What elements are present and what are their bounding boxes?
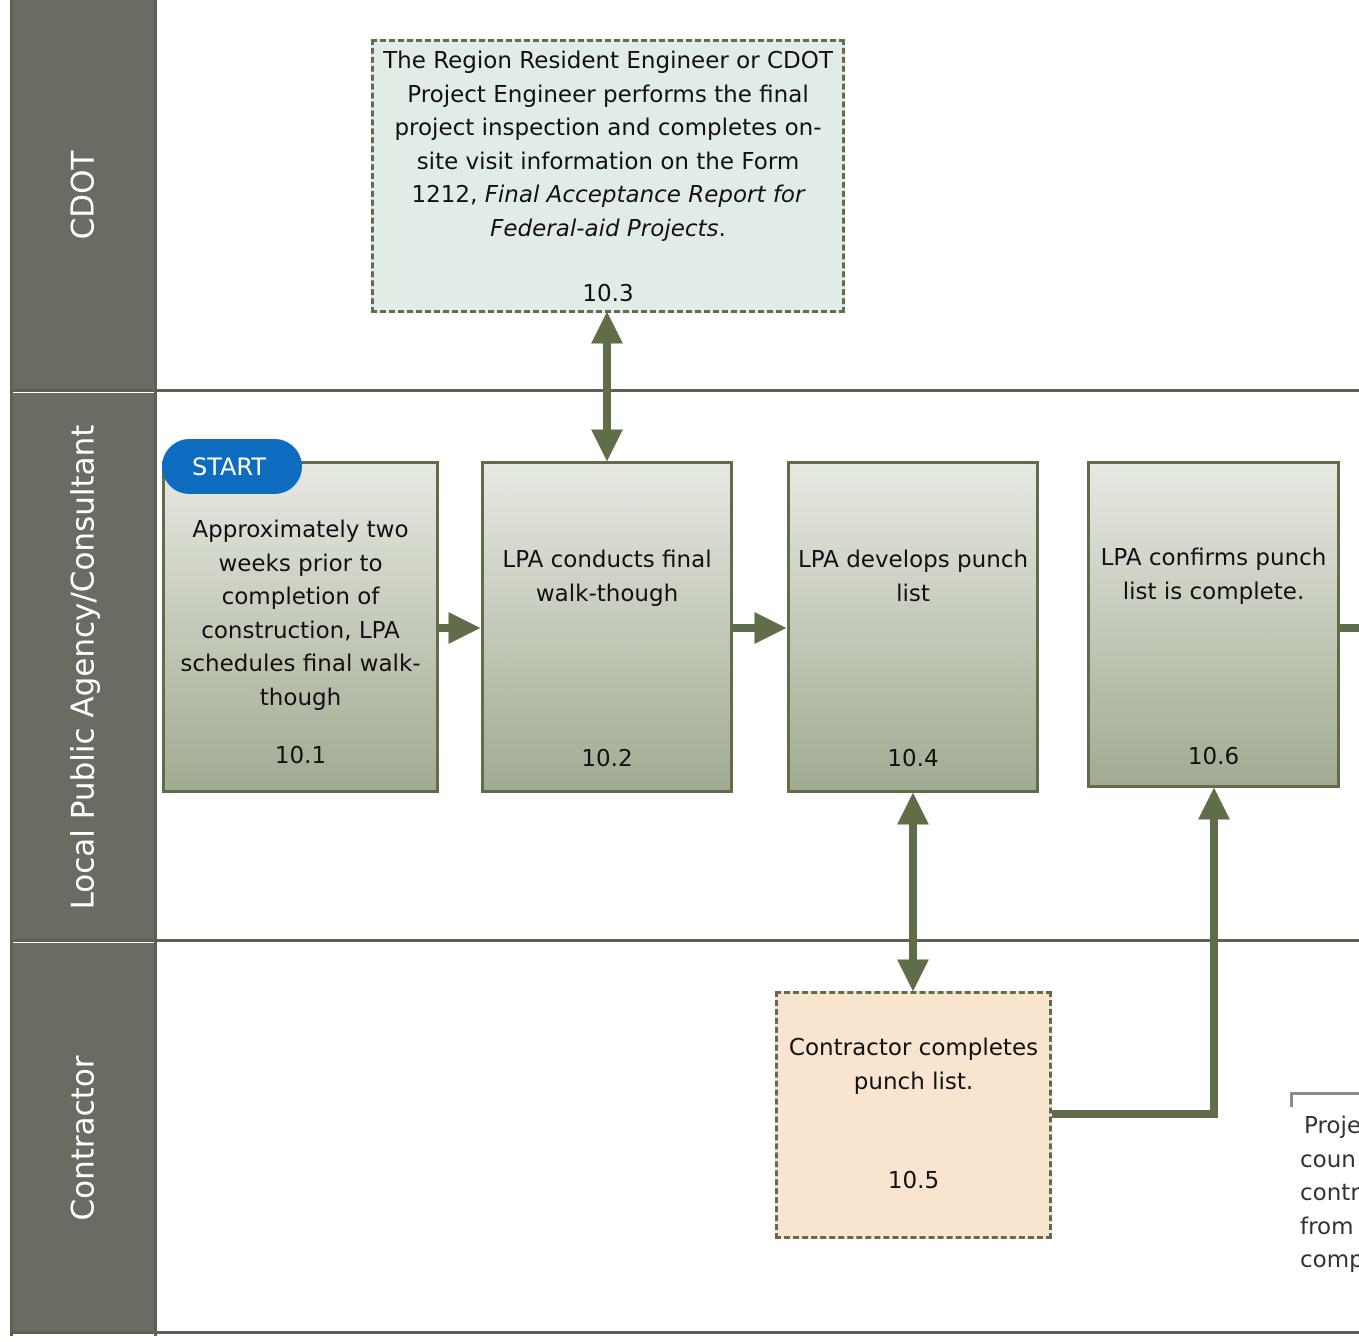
step-10-3-line: Federal-aid Projects.: [380, 213, 836, 247]
step-10-3-line: Project Engineer performs the final: [407, 81, 809, 108]
step-10-1-number: 10.1: [274, 743, 327, 769]
lane-title-cdot: CDOT: [65, 150, 102, 240]
annotation-note: Proje coun contr from comp: [1290, 1092, 1359, 1282]
step-10-4-text: LPA develops punch list: [796, 544, 1030, 611]
step-10-1-box: Approximately two weeks prior to complet…: [162, 461, 439, 793]
step-10-5-line: punch list.: [853, 1068, 974, 1095]
step-10-2-line: LPA conducts final: [502, 547, 712, 573]
start-terminator: START: [162, 439, 302, 494]
frame-lane-divider: [154, 0, 157, 1336]
annotation-line: contr: [1300, 1180, 1359, 1206]
step-10-3-line: project inspection and completes on-: [394, 115, 822, 141]
arrow-10-5-to-10-6: [1052, 787, 1230, 1118]
lane-label-lpa: Local Public Agency/Consultant: [12, 393, 155, 940]
lane-title-contractor: Contractor: [65, 1054, 102, 1221]
step-10-1-line: completion of: [221, 584, 380, 610]
annotation-line: Proje: [1304, 1113, 1359, 1139]
step-10-3-period: .: [718, 215, 726, 242]
step-10-3-form-title: Federal-aid Projects: [490, 215, 719, 242]
step-10-5-line: Contractor completes: [788, 1035, 1039, 1061]
step-10-5-box: Contractor completes punch list. 10.5: [775, 991, 1052, 1239]
lane-band-lpa: [12, 393, 155, 940]
step-10-4-line: LPA develops punch: [797, 547, 1029, 573]
step-10-1-line: weeks prior to: [218, 550, 383, 577]
step-10-3-line: 1212, Final Acceptance Report for: [380, 179, 836, 213]
step-10-5-number: 10.5: [887, 1168, 940, 1194]
step-10-1-line: schedules final walk-: [180, 651, 421, 677]
start-label: START: [191, 452, 267, 481]
step-10-4-number: 10.4: [887, 746, 939, 772]
step-10-3-form-number: 1212,: [411, 182, 485, 208]
step-10-6-box: LPA confirms punch list is complete. 10.…: [1087, 461, 1340, 788]
step-10-3-text: The Region Resident Engineer or CDOT Pro…: [380, 45, 836, 246]
step-10-3-form-title: Final Acceptance Report for: [484, 182, 805, 208]
annotation-bracket: [1290, 1092, 1359, 1107]
lane-label-contractor: Contractor: [12, 943, 155, 1332]
step-10-6-text: LPA confirms punch list is complete.: [1096, 542, 1331, 609]
step-10-1-text: Approximately two weeks prior to complet…: [171, 514, 430, 715]
step-10-1-line: Approximately two: [192, 517, 409, 543]
lane-band-cdot: [12, 0, 155, 390]
annotation-line: coun: [1300, 1146, 1356, 1173]
step-10-1-line: though: [259, 684, 342, 711]
lane-label-cdot: CDOT: [12, 0, 155, 390]
annotation-line: comp: [1300, 1247, 1359, 1273]
step-10-6-number: 10.6: [1187, 744, 1240, 770]
frame-bottom-line: [12, 1331, 1359, 1334]
step-10-2-box: LPA conducts final walk-though 10.2: [481, 461, 733, 793]
lane-title-lpa: Local Public Agency/Consultant: [65, 424, 102, 909]
step-10-1-line: construction, LPA: [201, 617, 400, 644]
annotation-text: Proje coun contr from comp: [1300, 1110, 1359, 1278]
step-10-3-line: site visit information on the Form: [416, 148, 800, 175]
step-10-3-line: The Region Resident Engineer or CDOT: [383, 48, 833, 74]
step-10-3-number: 10.3: [582, 281, 634, 307]
step-10-4-line: list: [896, 580, 930, 607]
step-10-2-line: walk-though: [535, 580, 679, 607]
step-10-6-line: LPA confirms punch: [1100, 545, 1327, 571]
step-10-2-number: 10.2: [581, 746, 633, 772]
lane-separator-2: [12, 939, 1359, 942]
lane-band-contractor: [12, 943, 155, 1332]
step-10-3-box: The Region Resident Engineer or CDOT Pro…: [371, 39, 845, 313]
step-10-6-line: list is complete.: [1122, 578, 1305, 605]
step-10-5-text: Contractor completes punch list.: [784, 1032, 1043, 1099]
lane-separator-1: [12, 389, 1359, 392]
step-10-2-text: LPA conducts final walk-though: [490, 544, 724, 611]
frame-left-line: [10, 0, 13, 1336]
annotation-line: from: [1300, 1213, 1354, 1240]
step-10-4-box: LPA develops punch list 10.4: [787, 461, 1039, 793]
